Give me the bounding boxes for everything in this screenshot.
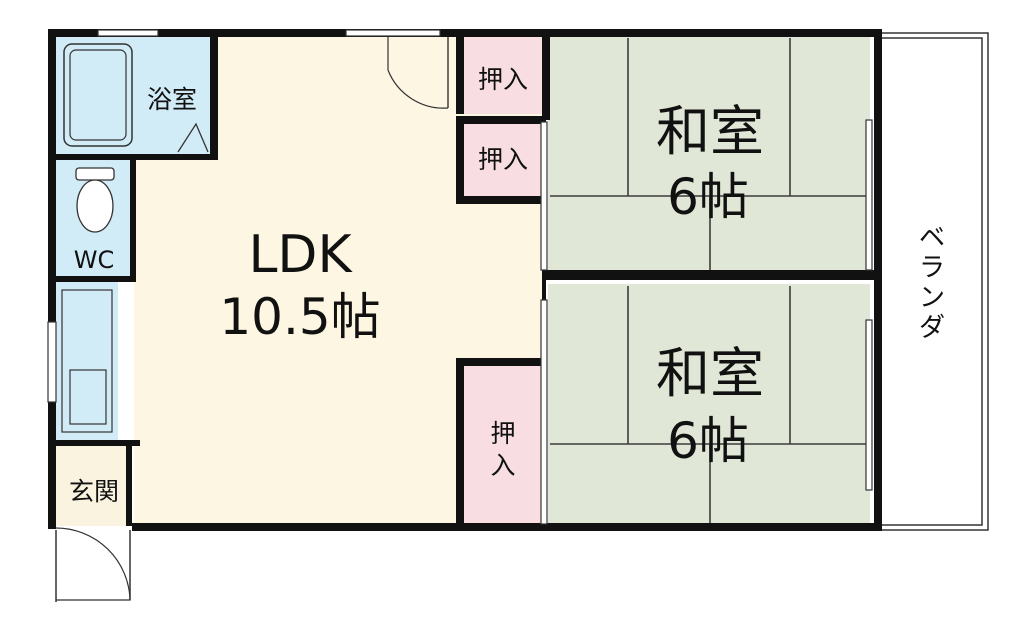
- balcony-outline: [882, 32, 989, 531]
- washitsu-top-name: 和室: [656, 100, 764, 163]
- closet-mid-floor: [462, 122, 542, 200]
- wc-label: WC: [74, 246, 115, 274]
- bathtub-inner: [69, 49, 127, 141]
- washitsu-bottom-size: 6帖: [667, 412, 749, 470]
- closet-mid-label: 押入: [478, 145, 528, 174]
- walls: [48, 29, 882, 531]
- ldk-size: 10.5帖: [219, 288, 380, 346]
- washitsu-bottom-name: 和室: [656, 342, 764, 405]
- entrance-door-swing: [55, 527, 131, 601]
- bathtub: [63, 43, 133, 147]
- tatami-lines-bottom: [550, 286, 868, 524]
- closet-low-label-2: 入: [490, 451, 515, 480]
- washitsu-bottom-floor: [548, 284, 870, 526]
- closet-top-label: 押入: [478, 65, 528, 94]
- closet-low-floor: [462, 364, 542, 526]
- tatami-lines-top: [550, 38, 868, 274]
- closet-top-floor: [462, 36, 542, 114]
- kitchen-sink: [69, 369, 107, 425]
- closet-low-label-1: 押: [490, 419, 515, 448]
- washitsu-top-floor: [548, 36, 870, 276]
- toilet-tank: [75, 167, 115, 181]
- bath-label: 浴室: [147, 85, 197, 114]
- washitsu-top-size: 6帖: [667, 168, 749, 226]
- ldk-name: LDK: [248, 225, 353, 285]
- fusuma-tracks: [540, 119, 873, 525]
- balcony-char-1: ベ: [919, 223, 945, 253]
- balcony-char-4: ダ: [919, 313, 945, 343]
- toilet-bowl: [76, 179, 114, 233]
- genkan-floor: [56, 446, 132, 526]
- balcony-char-3: ン: [919, 283, 945, 313]
- ldk-door-swing: [387, 37, 449, 109]
- bath-drain-triangle: [177, 122, 209, 153]
- balcony-char-2: ラ: [919, 253, 945, 283]
- windows: [47, 29, 441, 403]
- entrance-label: 玄関: [69, 477, 119, 506]
- balcony-label: ベ ラ ン ダ: [919, 223, 945, 343]
